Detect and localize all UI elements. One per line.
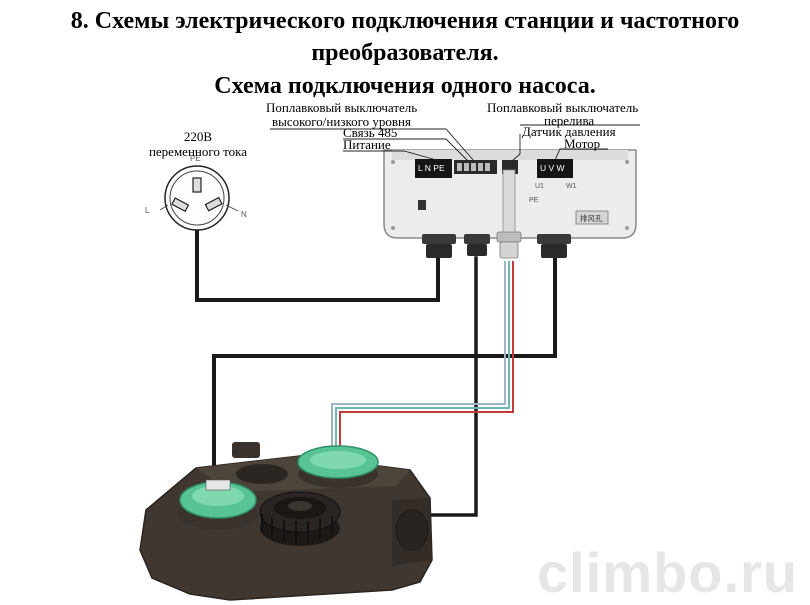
callout-float-switch-levels-1: Поплавковый выключатель bbox=[266, 100, 418, 115]
power-outlet bbox=[159, 165, 239, 231]
power-terminal-block bbox=[415, 159, 452, 178]
current-type-label: переменного тока bbox=[148, 144, 248, 159]
pump-motor-right bbox=[297, 445, 379, 488]
callout-motor: Мотор bbox=[564, 136, 601, 151]
label-plate-text: 排风孔 bbox=[580, 213, 603, 223]
outlet-label-pe: PE bbox=[190, 154, 201, 163]
outlet-pin-n bbox=[204, 196, 223, 212]
motor-cable bbox=[212, 258, 557, 490]
sensor-wire-white bbox=[331, 261, 506, 456]
callout-float-switch-levels-2: высокого/низкого уровня bbox=[272, 114, 411, 129]
terminal-label-u1: U1 bbox=[535, 183, 544, 190]
pump-station bbox=[139, 442, 433, 601]
callout-lines bbox=[270, 124, 640, 162]
callout-overflow-switch-2: перелива bbox=[544, 113, 595, 128]
controller bbox=[383, 149, 637, 259]
slide-title-line-1: 8. Схемы электрического подключения стан… bbox=[70, 8, 740, 34]
outlet-label-l: L bbox=[145, 206, 150, 215]
outlet-pin-pe bbox=[192, 177, 202, 193]
callout-link-485: Связь 485 bbox=[343, 125, 398, 140]
terminal-label-pe: PE bbox=[529, 197, 539, 204]
power-cable bbox=[195, 222, 440, 302]
power-cable-gland bbox=[422, 234, 456, 258]
callout-overflow-switch-1: Поплавковый выключатель bbox=[487, 100, 639, 115]
pump-center-unit bbox=[259, 491, 341, 546]
slide-subtitle: Схема подключения одного насоса. bbox=[214, 73, 596, 99]
pump-motor-left bbox=[178, 479, 258, 530]
pump-side-outlet bbox=[395, 509, 429, 551]
float-cable-gland bbox=[464, 234, 490, 256]
label-plate bbox=[575, 210, 609, 225]
terminal-label-power: L N PE bbox=[418, 163, 445, 173]
outlet-label-n: N bbox=[241, 210, 247, 219]
outlet-body bbox=[164, 165, 230, 231]
watermark: climbo.ru bbox=[536, 541, 798, 604]
outlet-pin-l bbox=[171, 197, 190, 213]
motor-cable-gland bbox=[537, 234, 571, 258]
terminal-label-w1: W1 bbox=[566, 183, 577, 190]
motor-terminal-block bbox=[537, 159, 573, 178]
voltage-label: 220В bbox=[183, 129, 213, 144]
callout-pressure-sensor: Датчик давления bbox=[522, 124, 616, 139]
sensor-cable-gland bbox=[496, 169, 522, 259]
terminal-label-motor: U V W bbox=[540, 163, 565, 173]
callout-power: Питание bbox=[343, 137, 391, 152]
sensor-wire-teal bbox=[335, 261, 510, 456]
slide-title-line-2: преобразователя. bbox=[311, 40, 499, 66]
sensor-wire-red bbox=[339, 261, 514, 456]
